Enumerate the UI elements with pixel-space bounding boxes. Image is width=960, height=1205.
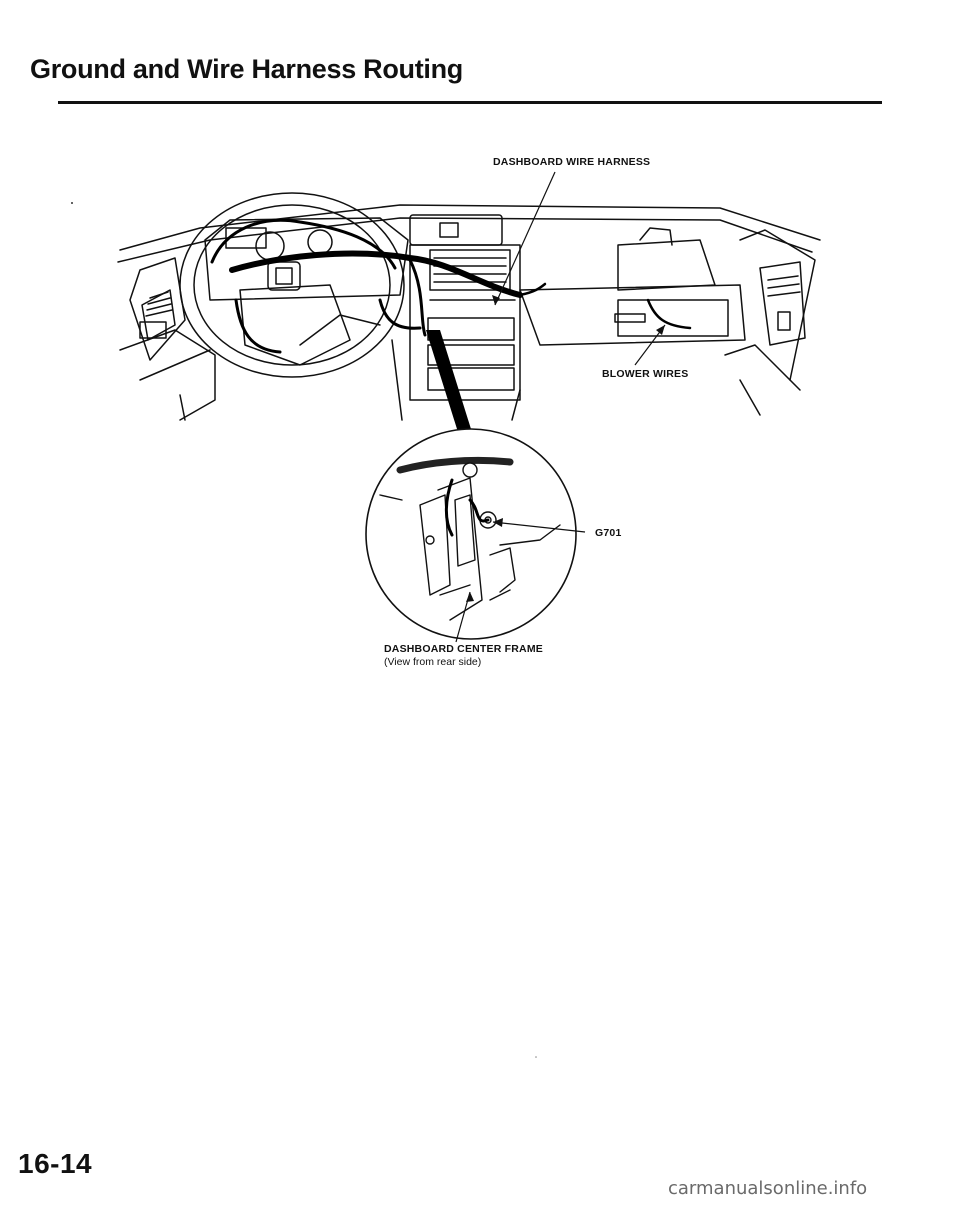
title-rule: [58, 101, 882, 104]
watermark: carmanualsonline.info: [668, 1178, 868, 1199]
center-frame-view-note: (View from rear side): [384, 656, 482, 668]
g701-label: G701: [595, 527, 622, 539]
page-number: 16-14: [18, 1148, 93, 1179]
blower-wires-label: BLOWER WIRES: [602, 368, 689, 380]
page-title: Ground and Wire Harness Routing: [30, 54, 463, 84]
dashboard-wire-harness-label: DASHBOARD WIRE HARNESS: [493, 156, 651, 168]
center-frame-label: DASHBOARD CENTER FRAME: [384, 643, 543, 655]
